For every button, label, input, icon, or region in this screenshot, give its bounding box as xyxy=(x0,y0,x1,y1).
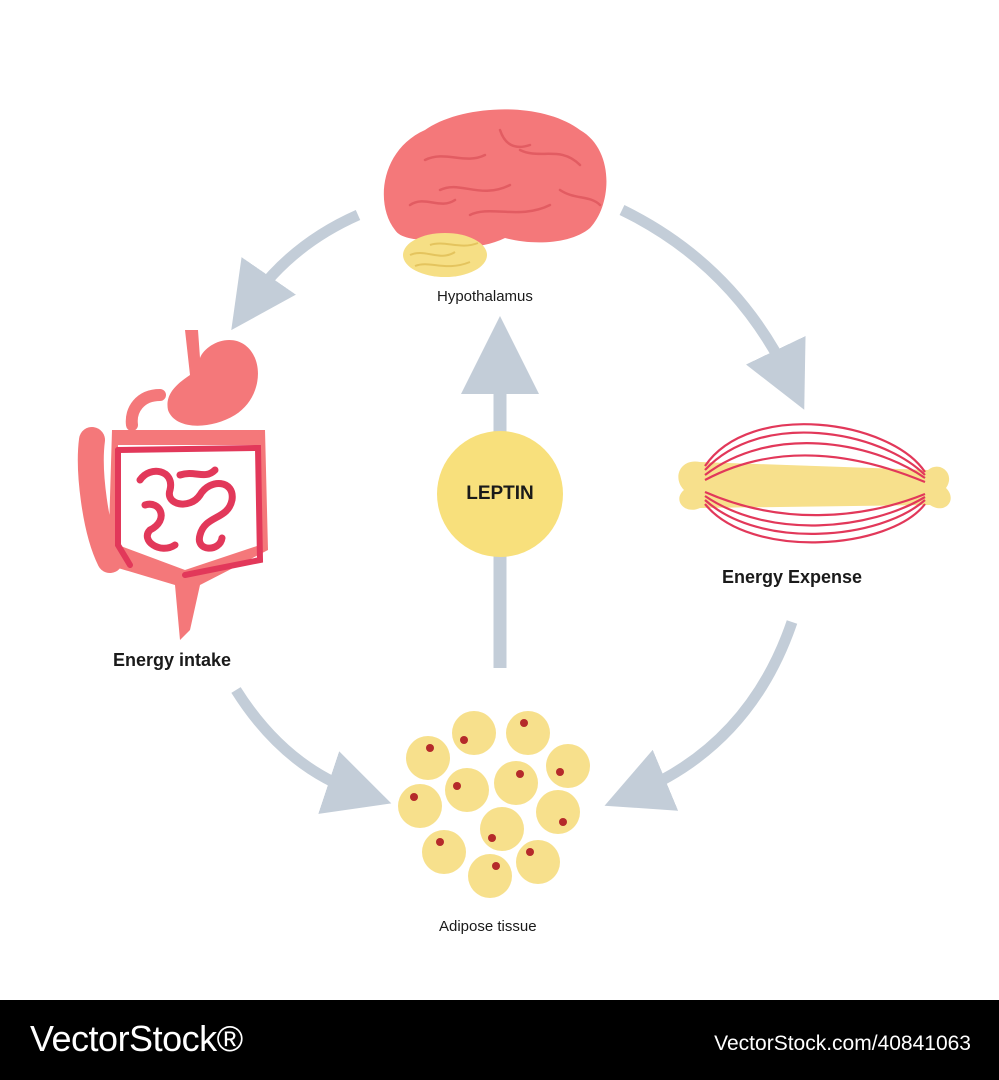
adipose-tissue-label: Adipose tissue xyxy=(439,918,537,935)
leptin-circle xyxy=(437,431,563,557)
arrow-intake-to-adipose xyxy=(231,687,392,814)
watermark-logo: VectorStock® xyxy=(30,1018,243,1059)
digestive-system-icon xyxy=(77,330,268,640)
watermark-image-id: VectorStock.com/40841063 xyxy=(714,1032,971,1055)
hypothalamus-label: Hypothalamus xyxy=(437,288,533,305)
energy-intake-label: Energy intake xyxy=(113,650,232,670)
arrow-brain-to-intake xyxy=(231,209,361,331)
energy-expense-label: Energy Expense xyxy=(722,567,863,587)
watermark-bar: VectorStock® VectorStock.com/40841063 xyxy=(0,1000,999,1080)
fat-cell-nuclei xyxy=(410,719,567,870)
leptin-label: LEPTIN xyxy=(466,483,534,504)
leptin-cycle-diagram xyxy=(77,109,951,898)
arrow-brain-to-expense xyxy=(619,205,806,410)
muscle-bone-icon xyxy=(678,423,951,544)
adipose-tissue-icon xyxy=(398,711,590,898)
arrow-expense-to-adipose xyxy=(604,620,798,811)
brain-icon xyxy=(383,109,607,277)
